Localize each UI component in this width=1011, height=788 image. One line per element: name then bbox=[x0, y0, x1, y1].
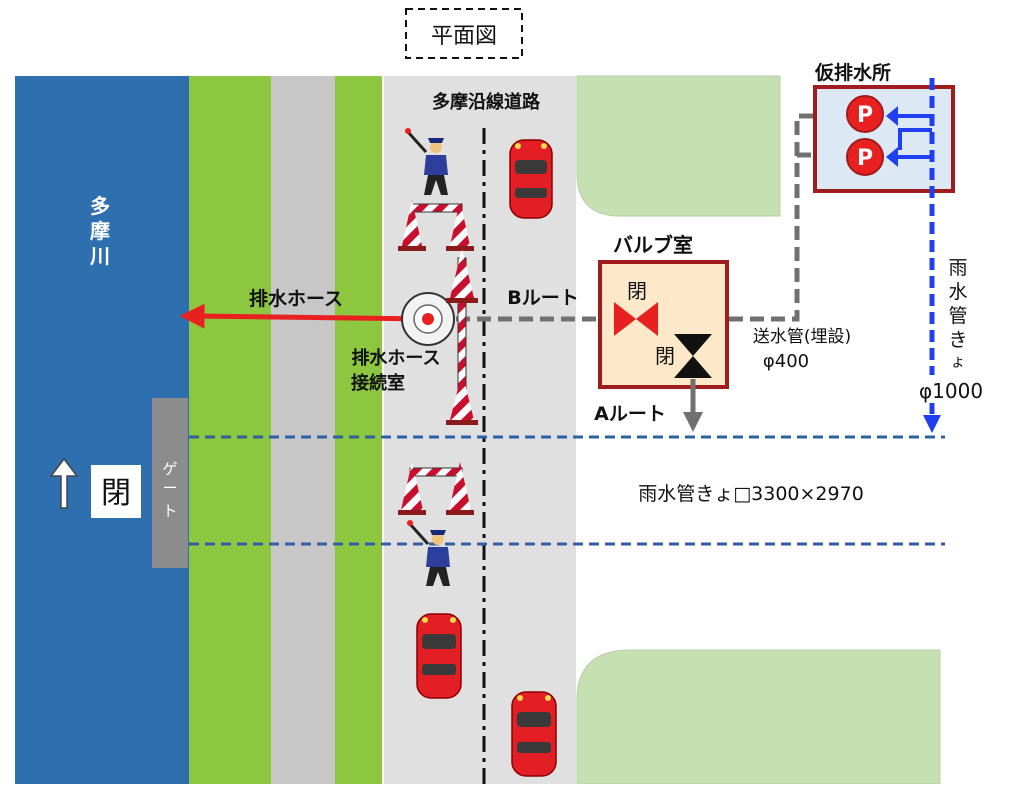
hose-connection-port bbox=[422, 313, 434, 325]
valve-closed-red-icon bbox=[614, 302, 658, 336]
car-lower bbox=[511, 691, 557, 777]
pump-1 bbox=[846, 95, 884, 133]
feed-pipe-size: φ400 bbox=[763, 351, 809, 372]
temp-station-label: 仮排水所 bbox=[814, 61, 891, 84]
lawn-lower-right bbox=[576, 649, 941, 785]
lawn-upper-right bbox=[576, 75, 781, 217]
gate-label-3: ト bbox=[162, 502, 177, 520]
car-middle bbox=[416, 613, 462, 699]
intake-arrow-1-icon bbox=[886, 106, 898, 126]
culvert-label: 雨水管きょ□3300×2970 bbox=[638, 483, 864, 505]
hose-room-label-1: 排水ホース bbox=[351, 347, 440, 369]
valve-room-label: バルブ室 bbox=[613, 233, 693, 257]
valve-closed-black-icon bbox=[674, 334, 712, 378]
pump-2 bbox=[846, 138, 884, 176]
car-upper bbox=[509, 139, 553, 219]
rain-pipe-label-3: 管 bbox=[948, 305, 967, 327]
rain-pipe-label-bg bbox=[944, 250, 972, 378]
gate-label-2: ー bbox=[162, 479, 177, 497]
road-label: 多摩沿線道路 bbox=[432, 91, 541, 113]
grass-strip-left bbox=[189, 76, 271, 784]
drain-hose-label: 排水ホース bbox=[249, 287, 343, 310]
rain-pipe-label-4: き bbox=[948, 329, 967, 351]
gate-status: 閉 bbox=[101, 476, 131, 511]
flagger-upper bbox=[405, 128, 448, 195]
grass-strip-right bbox=[335, 76, 383, 784]
pump-1-label: P bbox=[857, 103, 873, 128]
valve-red-status: 閉 bbox=[627, 279, 647, 303]
hose-room-label-2: 接続室 bbox=[351, 372, 405, 394]
gate-label-1: ゲ bbox=[162, 460, 177, 478]
rain-pipe-label-5: ょ bbox=[950, 352, 965, 370]
intake-arrow-2-icon bbox=[886, 147, 898, 167]
feed-pipe-label: 送水管(埋設) bbox=[753, 327, 851, 347]
gate bbox=[152, 398, 188, 568]
up-arrow-icon bbox=[49, 457, 79, 509]
rain-pipe-size-bg bbox=[910, 375, 992, 403]
flagger-lower bbox=[407, 520, 450, 586]
cone-bar-lower bbox=[398, 462, 474, 515]
pump-2-label: P bbox=[857, 146, 873, 171]
cone-bar-upper bbox=[398, 200, 474, 251]
a-route-label: Aルート bbox=[594, 403, 666, 425]
drain-hose bbox=[179, 303, 427, 329]
valve-black-status: 閉 bbox=[655, 344, 675, 368]
b-route-label: Bルート bbox=[507, 287, 578, 309]
river-label-3: 川 bbox=[89, 244, 110, 268]
rain-pipe-label-1: 雨 bbox=[948, 257, 967, 279]
cone-vertical-barrier bbox=[446, 248, 478, 425]
rain-pipe-label-2: 水 bbox=[948, 281, 967, 303]
title-box bbox=[405, 8, 523, 59]
river-label-1: 多 bbox=[90, 194, 110, 218]
page-title: 平面図 bbox=[431, 24, 497, 49]
median-strip bbox=[271, 76, 335, 784]
gate-status-box bbox=[91, 465, 141, 518]
river-label-2: 摩 bbox=[90, 219, 110, 243]
rain-pipe-size: φ1000 bbox=[919, 379, 983, 403]
